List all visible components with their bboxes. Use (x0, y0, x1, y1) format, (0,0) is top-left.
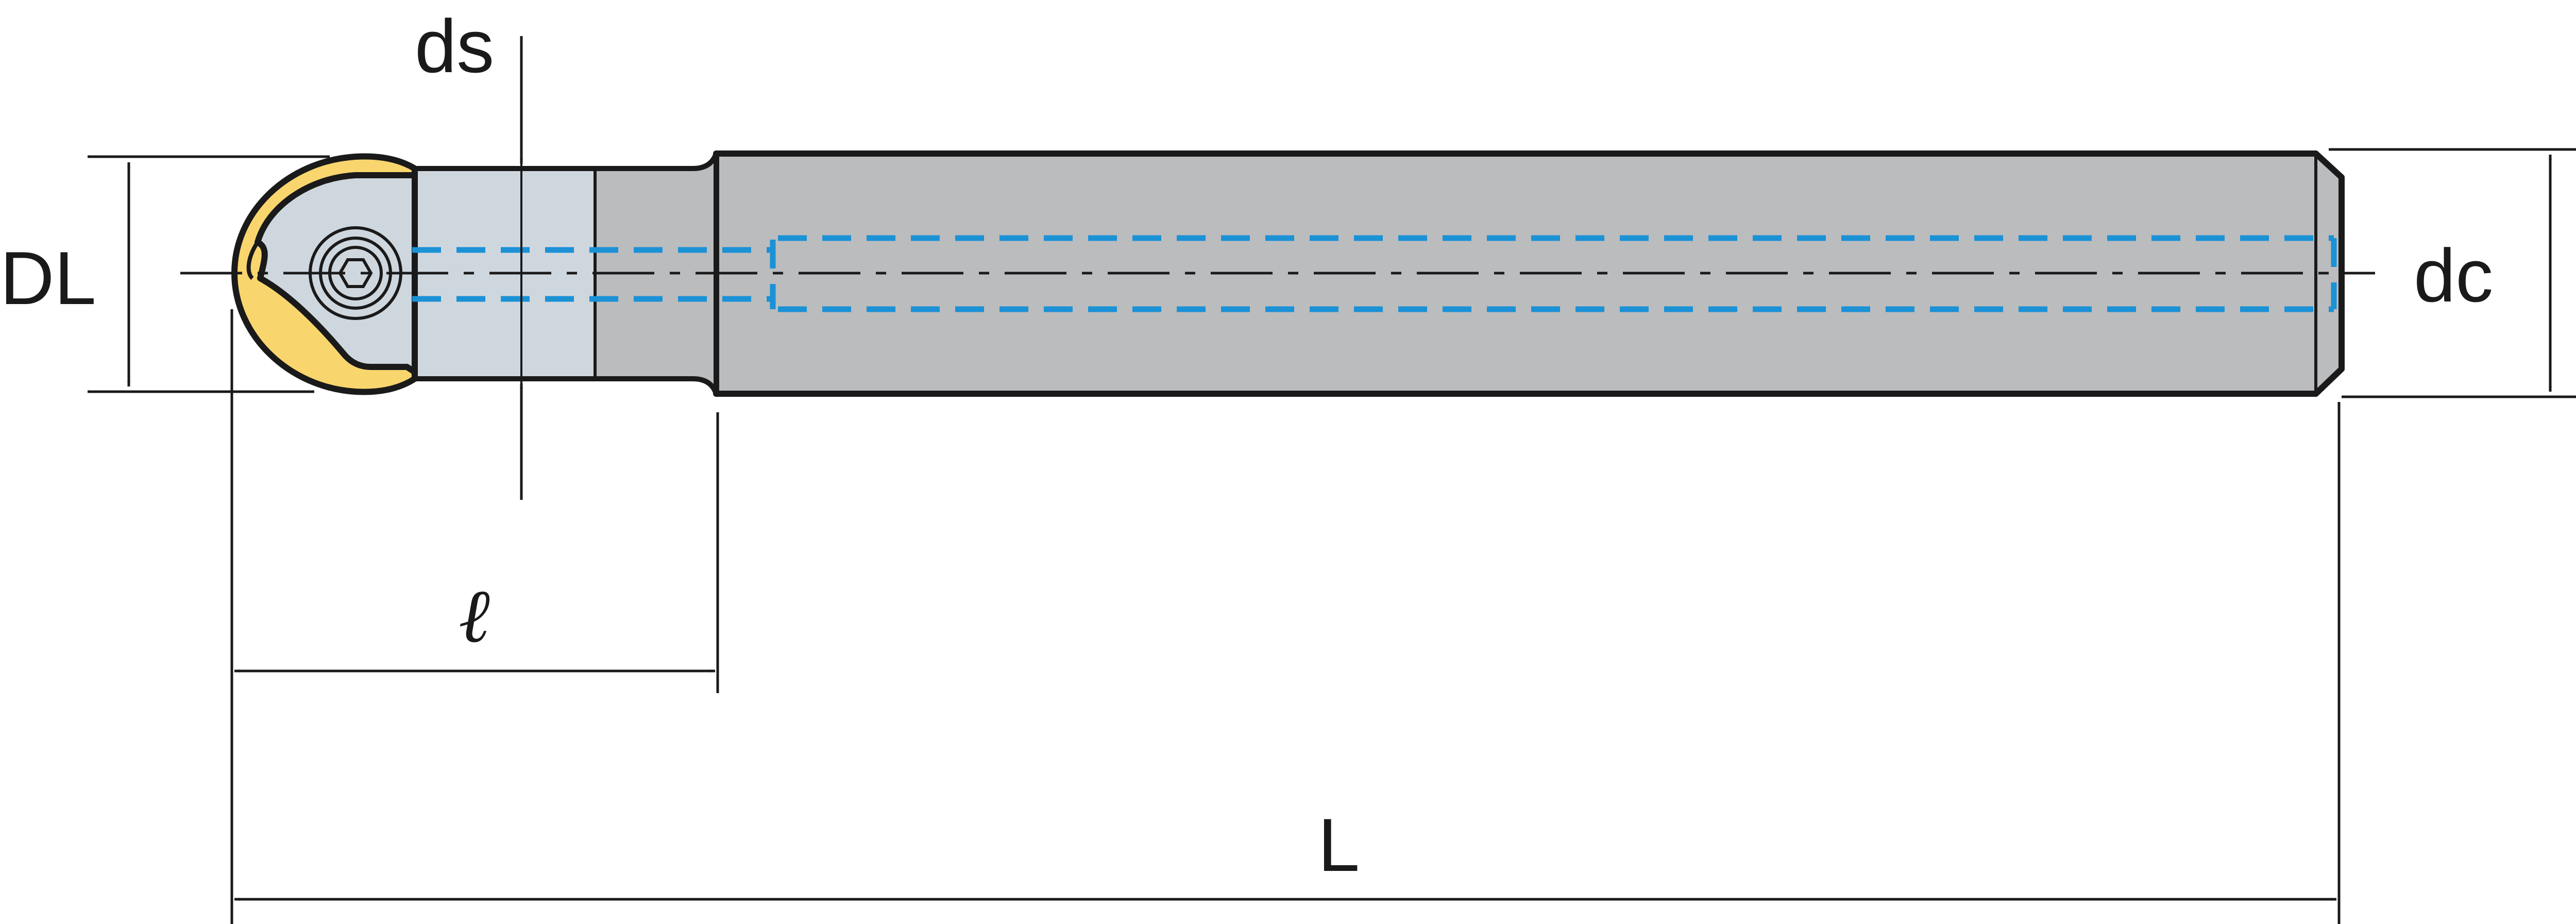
dimension-DL (88, 155, 330, 393)
coolant-channel (412, 235, 2337, 312)
label-dc: dc (2414, 233, 2493, 317)
label-L: L (1318, 803, 1360, 887)
dimension-dc (2329, 148, 2576, 398)
insert-rim (246, 241, 260, 280)
neck (412, 151, 719, 396)
label-DL: DL (0, 236, 96, 320)
label-ds: ds (415, 4, 494, 88)
label-l: ℓ (459, 572, 490, 660)
extension-lines (230, 309, 2341, 924)
